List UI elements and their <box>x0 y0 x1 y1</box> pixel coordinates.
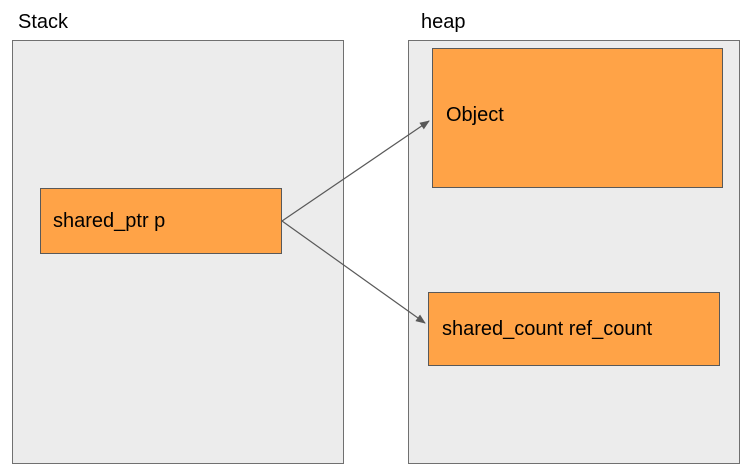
shared-count-label: shared_count ref_count <box>442 318 653 340</box>
shared-count-box: shared_count ref_count <box>428 292 720 366</box>
shared-ptr-label: shared_ptr p <box>53 210 166 232</box>
stack-label: Stack <box>18 11 69 33</box>
object-label: Object <box>446 104 504 126</box>
heap-label: heap <box>421 11 466 33</box>
object-box: Object <box>432 48 723 188</box>
shared-ptr-box: shared_ptr p <box>40 188 282 254</box>
